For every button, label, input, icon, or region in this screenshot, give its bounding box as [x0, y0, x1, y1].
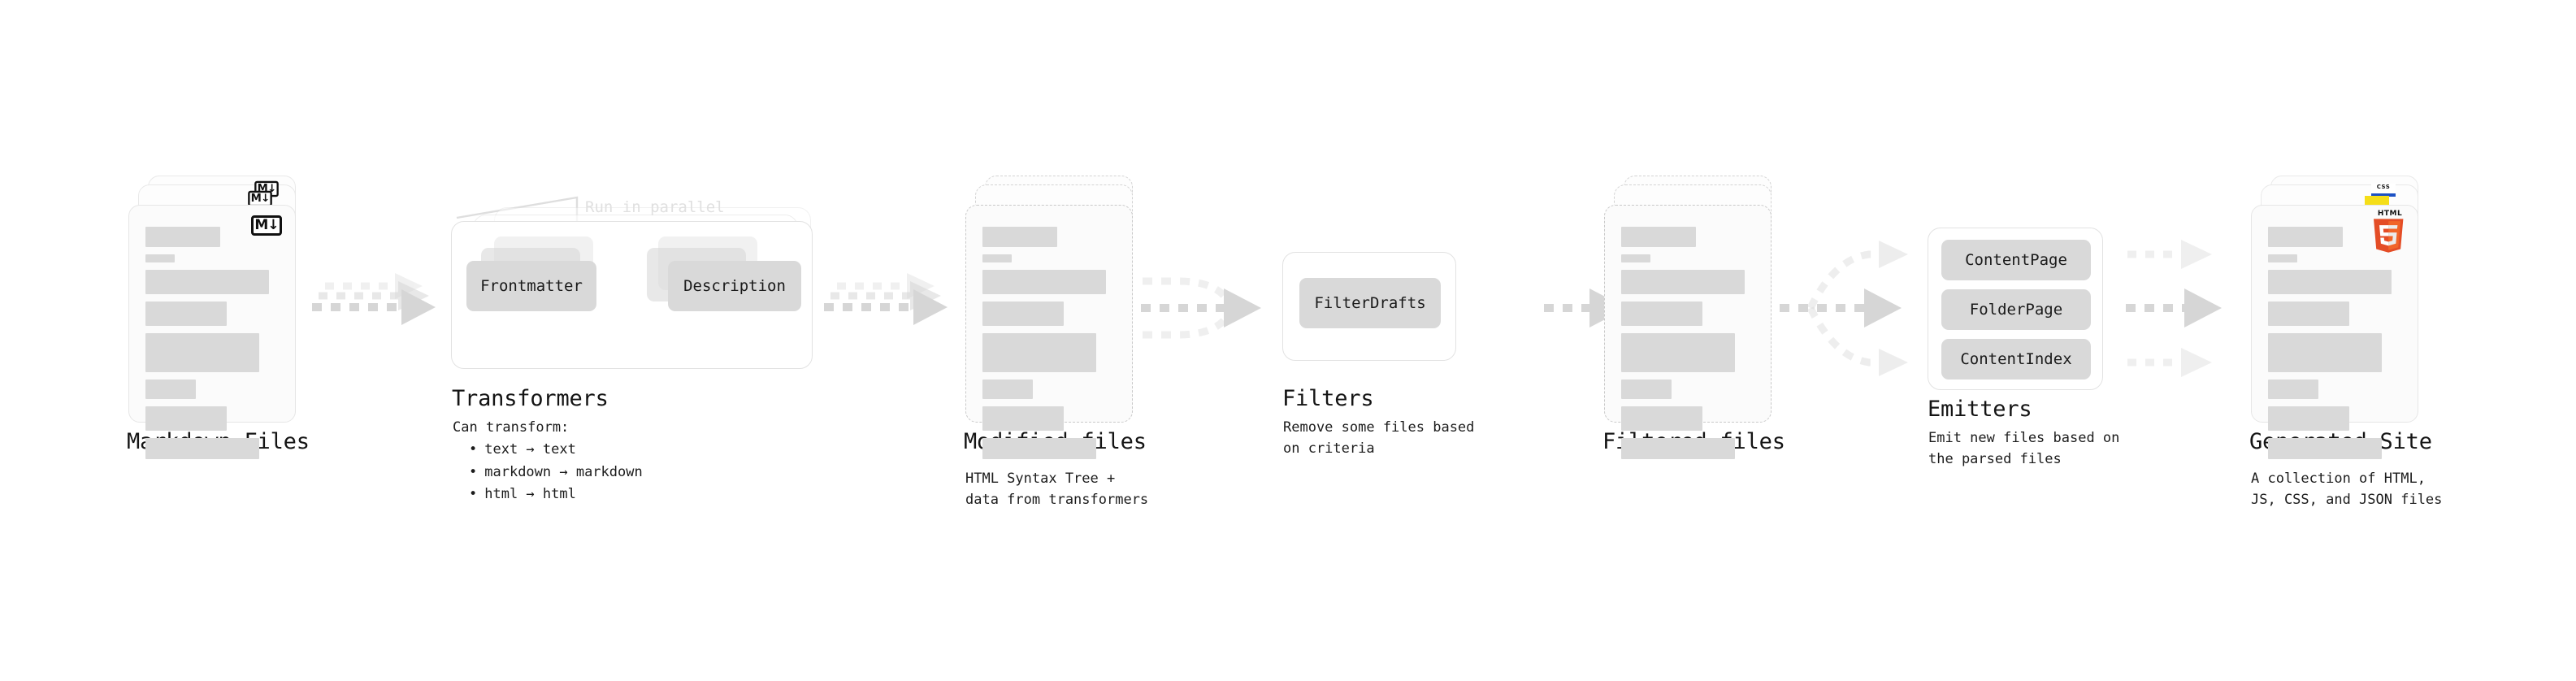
markdown-file-stack: M↓ M↓ M↓ [128, 176, 296, 459]
doc-bar [2268, 380, 2318, 399]
transformers-box: Frontmatter Description [451, 221, 813, 369]
transformers-bullets: text → text markdown → markdown html → h… [453, 439, 643, 506]
doc-bar [145, 254, 175, 262]
filtered-doc-bars [1621, 227, 1754, 459]
transformer-chip-frontmatter-label: Frontmatter [480, 277, 583, 295]
filter-chip-filterdrafts[interactable]: FilterDrafts [1299, 278, 1441, 328]
markdown-badge-icon: M↓ [251, 215, 282, 236]
transformers-bullet-2: html → html [469, 484, 643, 506]
transformers-bullet-list: text → text markdown → markdown html → h… [453, 439, 643, 506]
doc-bar [145, 380, 196, 399]
modified-file-card [965, 205, 1133, 459]
doc-bar [982, 438, 1096, 459]
doc-bar [982, 270, 1106, 294]
caption-emitters: Emit new files based on the parsed files [1928, 430, 2120, 468]
label-emitters: Emitters [1928, 397, 2032, 422]
css-badge-icon: CSS [2371, 184, 2396, 197]
modified-doc-bars [982, 227, 1116, 459]
html5-badge-icon: HTML [2372, 210, 2408, 258]
doc-bar [2268, 406, 2349, 431]
stage-filters: FilterDrafts [1282, 252, 1456, 361]
stage-markdown-files: M↓ M↓ M↓ [128, 176, 296, 459]
filters-box: FilterDrafts [1282, 252, 1456, 361]
doc-bar [982, 227, 1057, 247]
doc-bar [2268, 301, 2349, 326]
transformer-chip-frontmatter[interactable]: Frontmatter [466, 261, 596, 311]
caption-generated-site: A collection of HTML, JS, CSS, and JSON … [2251, 471, 2443, 509]
doc-bar [145, 270, 269, 294]
transformers-bullet-1: markdown → markdown [469, 462, 642, 484]
transformer-chip-description-label: Description [683, 277, 786, 295]
doc-bar [2268, 438, 2382, 459]
doc-bar [145, 438, 259, 459]
markdown-badge-mid-label: M↓ [250, 192, 271, 205]
label-transformers: Transformers [452, 386, 609, 411]
markdown-file-card: M↓ [128, 205, 296, 459]
filtered-file-card [1604, 205, 1772, 459]
html5-badge-label: HTML [2377, 210, 2403, 218]
doc-bar [1621, 270, 1745, 294]
doc-bar [1621, 333, 1735, 372]
connector-transformers-to-modified [824, 273, 948, 325]
doc-bar [1621, 254, 1650, 262]
doc-bar [1621, 406, 1702, 431]
stage-transformers: Frontmatter Description [451, 207, 813, 369]
modified-file-stack [965, 176, 1133, 459]
label-filters: Filters [1282, 386, 1374, 411]
doc-bar [2268, 270, 2392, 294]
markdown-doc-bars [145, 227, 279, 459]
emitter-chip-contentpage[interactable]: ContentPage [1941, 240, 2091, 280]
emitters-box: ContentPage FolderPage ContentIndex [1928, 228, 2103, 390]
doc-bar [982, 301, 1064, 326]
stage-generated-site: CSS HTML [2251, 176, 2418, 459]
transformer-chip-description[interactable]: Description [668, 261, 801, 311]
connector-emitters-to-site [2126, 240, 2222, 377]
caption-filters: Remove some files based on criteria [1283, 419, 1475, 458]
doc-bar [982, 380, 1033, 399]
stage-filtered-files [1604, 176, 1772, 459]
doc-bar [982, 406, 1064, 431]
doc-bar [1621, 380, 1672, 399]
doc-bar [145, 227, 220, 247]
emitter-chip-folderpage-label: FolderPage [1969, 301, 2063, 319]
emitter-chip-contentpage-label: ContentPage [1965, 251, 2067, 269]
connector-markdown-to-transformers [312, 273, 436, 325]
doc-bar [1621, 227, 1696, 247]
caption-modified-files: HTML Syntax Tree + data from transformer… [965, 471, 1149, 509]
doc-bar [1621, 301, 1702, 326]
generated-site-card: HTML [2251, 205, 2418, 459]
doc-bar [145, 406, 227, 431]
connector-modified-to-filters [1141, 277, 1261, 339]
emitter-chip-contentindex-label: ContentIndex [1960, 350, 2072, 368]
markdown-badge-label: M↓ [254, 217, 279, 233]
doc-bar [2268, 227, 2343, 247]
css-badge-label: CSS [2376, 184, 2391, 190]
doc-bar [2268, 333, 2382, 372]
filtered-file-stack [1604, 176, 1772, 459]
generated-site-stack: CSS HTML [2251, 176, 2418, 459]
caption-transformers: Can transform: [453, 419, 570, 436]
emitter-chip-contentindex[interactable]: ContentIndex [1941, 339, 2091, 380]
stage-emitters: ContentPage FolderPage ContentIndex [1928, 228, 2103, 390]
doc-bar [1621, 438, 1735, 459]
emitter-chip-folderpage[interactable]: FolderPage [1941, 289, 2091, 330]
doc-bar [982, 254, 1012, 262]
doc-bar [145, 333, 259, 372]
doc-bar [145, 301, 227, 326]
stage-modified-files [965, 176, 1133, 459]
filter-chip-filterdrafts-label: FilterDrafts [1314, 294, 1426, 312]
generated-site-doc-bars [2268, 227, 2401, 459]
hint-run-in-parallel: Run in parallel [585, 198, 725, 216]
doc-bar [982, 333, 1096, 372]
transformers-bullet-0: text → text [469, 439, 643, 462]
html5-shield-icon [2374, 219, 2404, 253]
connector-filtered-to-emitters [1780, 241, 1908, 376]
doc-bar [2268, 254, 2297, 262]
